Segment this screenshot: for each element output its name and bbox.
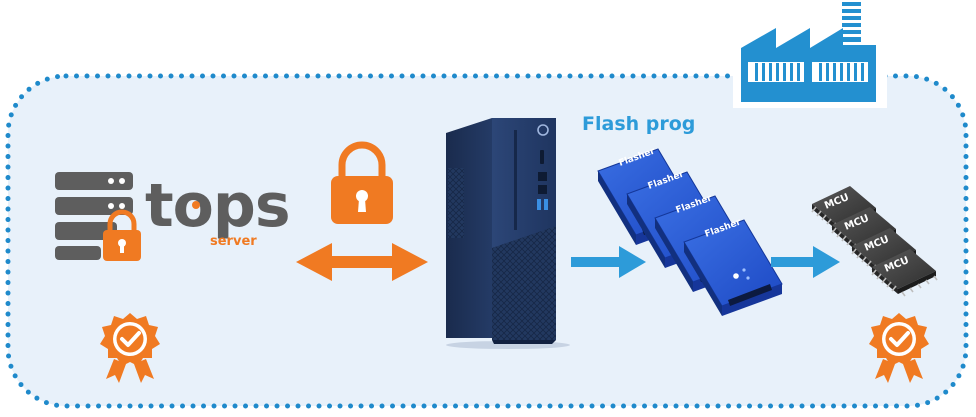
mcu-chip-stack: MCU MCU MCU MCU (811, 185, 938, 297)
mcu-chip-3: MCU (851, 227, 918, 276)
flash-prog-label: Flash prog (582, 113, 695, 135)
padlock-icon (331, 141, 393, 224)
flasher-stack: Flasher Flasher Flasher Flasher (597, 146, 783, 317)
secure-zone-border (5, 73, 969, 409)
double-arrow-icon (296, 243, 428, 281)
logo-sub: server (210, 234, 257, 249)
mcu-chip-2: MCU (831, 206, 898, 255)
logo-o-accent (192, 201, 200, 209)
desktop-pc-tower-icon (446, 118, 570, 349)
right-arrow-icon-2 (771, 246, 840, 278)
tops-server-logo: tops server (55, 171, 291, 261)
mcu-chip-1: MCU (811, 185, 878, 234)
mcu-chip-4: MCU (871, 248, 938, 297)
logo-wordmark: tops (145, 171, 290, 241)
right-arrow-icon-1 (571, 246, 646, 278)
factory-icon (733, 2, 887, 108)
server-lock-icon (55, 172, 141, 261)
